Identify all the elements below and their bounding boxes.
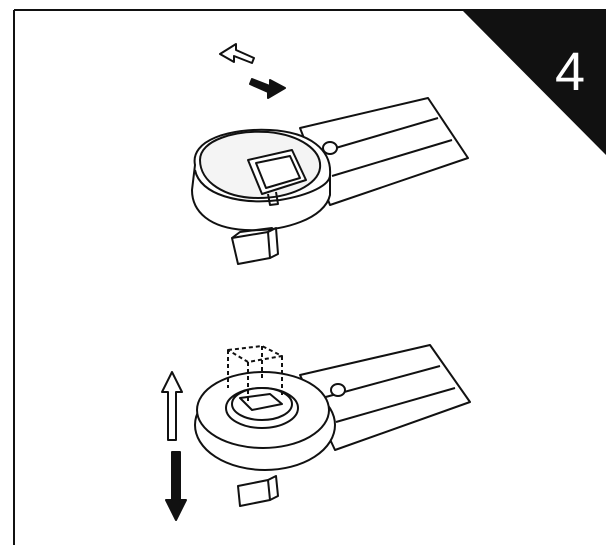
- wrench-top: [191, 97, 469, 265]
- double-vertical-arrow: [161, 371, 187, 521]
- wrench-bottom: [194, 344, 471, 507]
- double-horizontal-arrow: [219, 43, 286, 99]
- step-badge: 4: [462, 10, 606, 155]
- panel-frame: [13, 9, 606, 545]
- step-number: 4: [555, 42, 585, 102]
